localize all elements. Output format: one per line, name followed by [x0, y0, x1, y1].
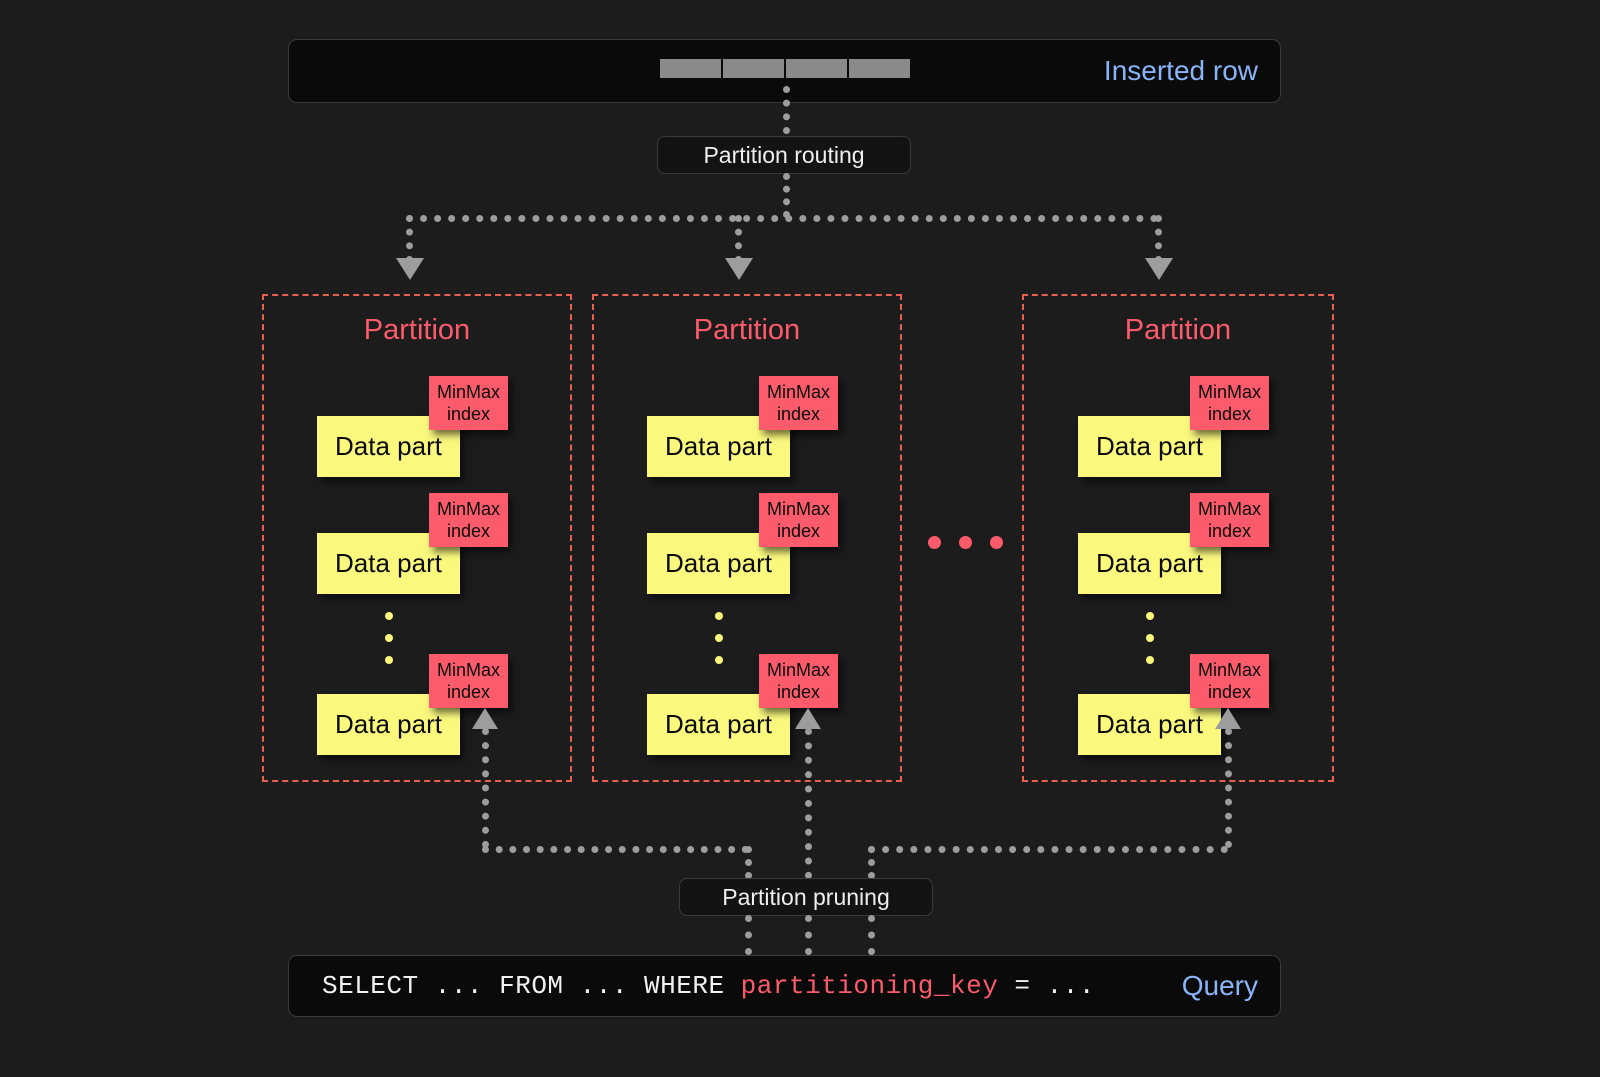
connector-partition-1-to-pruning [482, 846, 749, 853]
connector-routing-bus [406, 215, 1158, 222]
ellipsis-dot [715, 612, 723, 620]
connector-pruning-in-3 [868, 846, 875, 879]
data-part: Data part [1078, 416, 1221, 477]
ellipsis-dot [715, 656, 723, 664]
inserted-row-bar: Inserted row [288, 39, 1281, 103]
data-part: Data part [1078, 533, 1221, 594]
connector-pruning-to-query-2 [805, 915, 812, 955]
minmax-line-2: index [446, 521, 490, 541]
query-sql-text: SELECT ... FROM ... WHERE partitioning_k… [322, 971, 1095, 1001]
arrow-into-partition-1 [396, 258, 424, 280]
partition-pruning-box: Partition pruning [679, 878, 933, 916]
connector-partition-3-down [1225, 728, 1232, 848]
minmax-line-1: MinMax [766, 499, 830, 519]
partition-3-vertical-ellipsis [1146, 612, 1154, 678]
arrow-into-partition-2 [725, 258, 753, 280]
query-partitioning-key: partitioning_key [740, 971, 999, 1001]
minmax-index: MinMax index [1190, 376, 1269, 430]
connector-partition-1-down [482, 728, 489, 848]
connector-bus-drop-2 [735, 215, 742, 263]
ellipsis-dot [928, 536, 941, 549]
inserted-row-label: Inserted row [1103, 55, 1258, 86]
data-part: Data part [1078, 694, 1221, 755]
arrow-from-partition-3 [1215, 708, 1241, 729]
row-cell [849, 59, 910, 78]
ellipsis-dot [1146, 656, 1154, 664]
ellipsis-dot [959, 536, 972, 549]
minmax-line-2: index [1207, 404, 1251, 424]
partition-routing-label: Partition routing [703, 141, 865, 168]
connector-routing-to-bus [783, 173, 790, 218]
minmax-line-1: MinMax [1197, 660, 1261, 680]
minmax-line-2: index [776, 404, 820, 424]
minmax-line-1: MinMax [1197, 382, 1261, 402]
minmax-line-1: MinMax [436, 660, 500, 680]
arrow-from-partition-2 [795, 708, 821, 729]
data-part: Data part [647, 416, 790, 477]
minmax-index: MinMax index [429, 493, 508, 547]
query-suffix: = ... [998, 971, 1095, 1001]
query-prefix: SELECT ... FROM ... WHERE [322, 971, 741, 1001]
partition-1-title: Partition [363, 314, 471, 346]
minmax-index: MinMax index [759, 376, 838, 430]
row-cell [660, 59, 721, 78]
minmax-index: MinMax index [759, 493, 838, 547]
ellipsis-dot [1146, 612, 1154, 620]
partition-2-title: Partition [693, 314, 801, 346]
minmax-line-1: MinMax [436, 382, 500, 402]
connector-pruning-to-query-1 [745, 915, 752, 955]
minmax-line-2: index [1207, 521, 1251, 541]
connector-bus-drop-3 [1155, 215, 1162, 263]
arrow-from-partition-1 [472, 708, 498, 729]
minmax-line-1: MinMax [766, 382, 830, 402]
minmax-line-2: index [1207, 682, 1251, 702]
minmax-line-2: index [776, 682, 820, 702]
partition-3: Partition Data part MinMax index Data pa… [1022, 294, 1334, 782]
connector-bus-drop-1 [406, 215, 413, 263]
minmax-index: MinMax index [429, 376, 508, 430]
inserted-row-cells [660, 59, 910, 78]
connector-partition-2-to-pruning [805, 728, 812, 879]
partition-pruning-label: Partition pruning [722, 883, 890, 910]
ellipsis-dot [715, 634, 723, 642]
arrow-into-partition-3 [1145, 258, 1173, 280]
connector-pruning-in-1 [745, 846, 752, 879]
minmax-line-1: MinMax [1197, 499, 1261, 519]
minmax-line-2: index [446, 404, 490, 424]
query-label: Query [1181, 970, 1258, 1001]
ellipsis-dot [1146, 634, 1154, 642]
minmax-line-2: index [446, 682, 490, 702]
partition-routing-box: Partition routing [657, 136, 911, 174]
minmax-index: MinMax index [1190, 493, 1269, 547]
partition-3-title: Partition [1124, 314, 1232, 346]
connector-partition-3-to-pruning [868, 846, 1228, 853]
minmax-line-2: index [776, 521, 820, 541]
minmax-line-1: MinMax [766, 660, 830, 680]
minmax-index: MinMax index [429, 654, 508, 708]
partition-2: Partition Data part MinMax index Data pa… [592, 294, 902, 782]
partitions-horizontal-ellipsis [928, 536, 1003, 549]
query-bar: SELECT ... FROM ... WHERE partitioning_k… [288, 955, 1281, 1017]
ellipsis-dot [990, 536, 1003, 549]
connector-insert-to-routing [783, 86, 790, 134]
ellipsis-dot [385, 612, 393, 620]
partition-2-vertical-ellipsis [715, 612, 723, 678]
minmax-line-1: MinMax [436, 499, 500, 519]
minmax-index: MinMax index [1190, 654, 1269, 708]
ellipsis-dot [385, 634, 393, 642]
partition-1: Partition Data part MinMax index Data pa… [262, 294, 572, 782]
connector-pruning-to-query-3 [868, 915, 875, 955]
row-cell [786, 59, 847, 78]
minmax-index: MinMax index [759, 654, 838, 708]
row-cell [723, 59, 784, 78]
ellipsis-dot [385, 656, 393, 664]
partition-1-vertical-ellipsis [385, 612, 393, 678]
